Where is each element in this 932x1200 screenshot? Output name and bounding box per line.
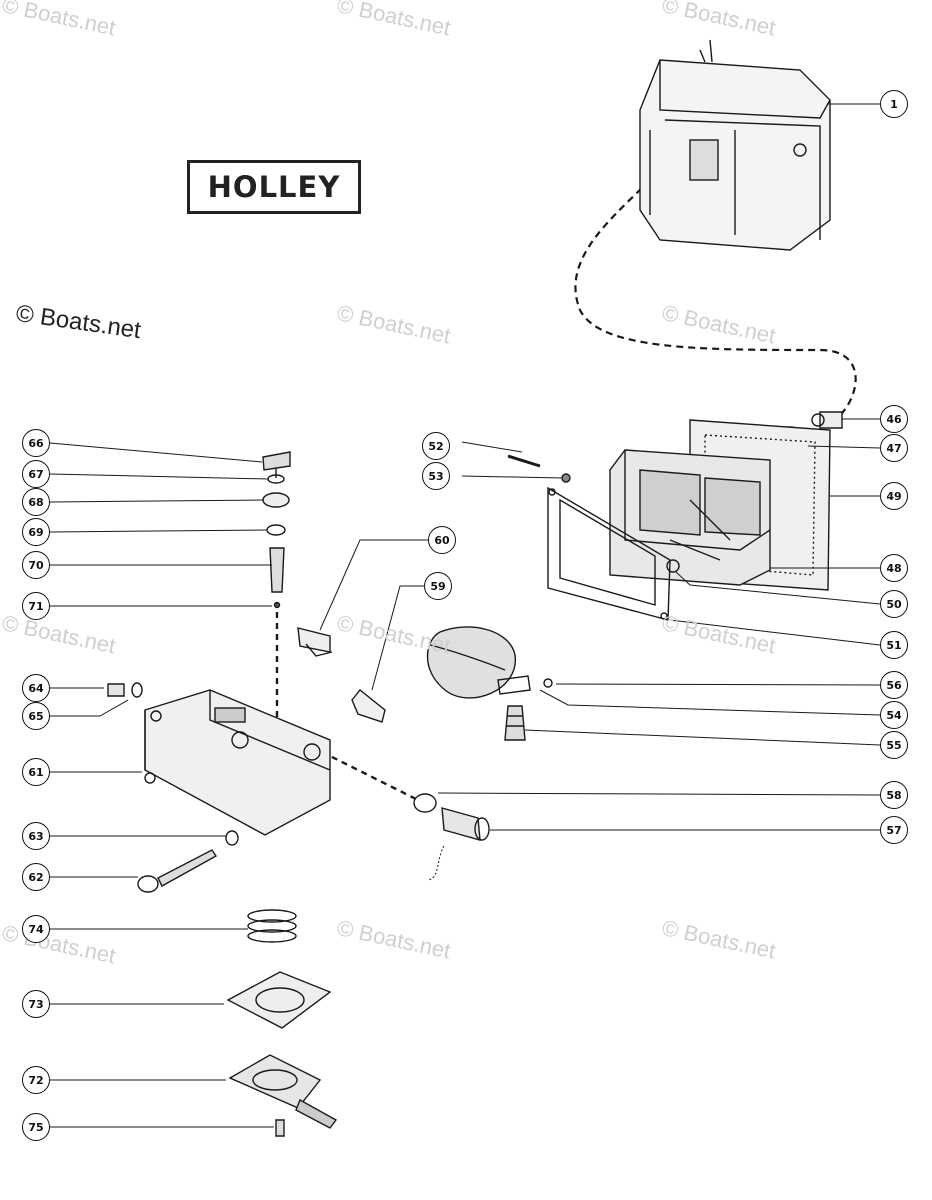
cover-72-part — [228, 1054, 338, 1129]
callout-69: 69 — [22, 518, 50, 546]
dashed-fuel-route — [321, 750, 419, 802]
callout-65: 65 — [22, 702, 50, 730]
callout-64: 64 — [22, 674, 50, 702]
callout-48: 48 — [880, 554, 908, 582]
needle-seat-part — [504, 705, 526, 741]
inlet-fitting-part — [811, 411, 843, 429]
brand-label: HOLLEY — [187, 160, 361, 214]
callout-54: 54 — [880, 701, 908, 729]
pin-part — [507, 454, 541, 468]
callout-73: 73 — [22, 990, 50, 1018]
fitting-gasket-part — [413, 793, 437, 813]
callout-72: 72 — [22, 1066, 50, 1094]
bolt-62-part — [137, 849, 218, 893]
carburetor-body-part — [639, 39, 831, 251]
callout-68: 68 — [22, 488, 50, 516]
ball-71-part — [273, 601, 281, 609]
callout-70: 70 — [22, 551, 50, 579]
callout-50: 50 — [880, 590, 908, 618]
callout-62: 62 — [22, 863, 50, 891]
screw-75-part — [275, 1119, 285, 1137]
callout-51: 51 — [880, 631, 908, 659]
callout-75: 75 — [22, 1113, 50, 1141]
callout-66: 66 — [22, 429, 50, 457]
callout-53: 53 — [422, 462, 450, 490]
metering-block-part — [609, 449, 771, 586]
callout-74: 74 — [22, 915, 50, 943]
bracket-60-part — [297, 627, 333, 657]
float-part — [426, 626, 516, 699]
callout-49: 49 — [880, 482, 908, 510]
callout-58: 58 — [880, 781, 908, 809]
plug-64-part — [107, 683, 125, 697]
callout-71: 71 — [22, 592, 50, 620]
dashed-fuel-route — [574, 179, 857, 421]
washer-69-part — [266, 524, 286, 536]
small-ball-part — [561, 473, 571, 483]
washer-65-part — [131, 682, 143, 698]
screw-66-part — [262, 451, 291, 478]
callout-1: 1 — [880, 90, 908, 118]
callout-61: 61 — [22, 758, 50, 786]
callout-55: 55 — [880, 731, 908, 759]
washer-63-part — [225, 830, 239, 846]
callout-56: 56 — [880, 671, 908, 699]
nut-68-part — [262, 492, 290, 508]
callout-47: 47 — [880, 434, 908, 462]
block-gasket-part — [547, 486, 671, 621]
fuel-bowl-part — [144, 689, 331, 836]
diaphragm-73-part — [226, 971, 332, 1029]
callout-57: 57 — [880, 816, 908, 844]
valve-70-part — [269, 547, 285, 593]
callout-46: 46 — [880, 405, 908, 433]
inlet-fitting-57-part — [441, 807, 490, 841]
callout-63: 63 — [22, 822, 50, 850]
float-hinge-part — [497, 675, 553, 695]
callout-59: 59 — [424, 572, 452, 600]
callout-67: 67 — [22, 460, 50, 488]
callout-60: 60 — [428, 526, 456, 554]
spring-74-part — [247, 909, 297, 943]
spring-clip-59-part — [351, 689, 386, 723]
callout-52: 52 — [422, 432, 450, 460]
leader-lines — [49, 103, 881, 1128]
